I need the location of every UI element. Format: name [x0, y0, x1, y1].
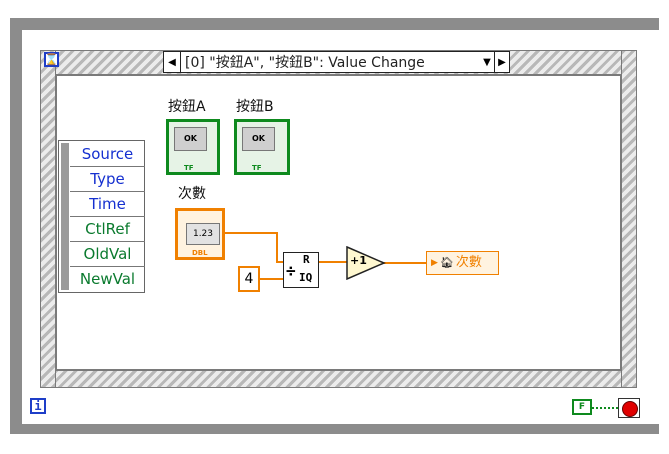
- wire-count-to-quotient: [276, 261, 284, 263]
- event-case-label: [0] "按鈕A", "按鈕B": Value Change: [185, 55, 425, 71]
- wire-boolean-to-stop: [592, 407, 618, 409]
- event-case-selector[interactable]: ◀ [0] "按鈕A", "按鈕B": Value Change ▼ ▶: [163, 51, 510, 73]
- event-structure-bottom-border: [40, 370, 637, 388]
- wire-remainder-out: [319, 261, 335, 263]
- event-structure-body: [56, 75, 621, 370]
- divisor-constant[interactable]: 4: [238, 266, 260, 292]
- button-a-ok-text: OK: [174, 127, 207, 151]
- count-label: 次數: [178, 186, 206, 202]
- count-local-variable[interactable]: ▶ 🏠︎ 次數: [426, 251, 499, 275]
- increment-function[interactable]: +1: [346, 245, 386, 281]
- local-variable-house-icon: 🏠︎: [439, 256, 454, 269]
- button-b-label: 按鈕B: [236, 99, 274, 115]
- next-case-arrow-icon[interactable]: ▶: [494, 52, 509, 72]
- increment-triangle-icon: [346, 245, 386, 281]
- quotient-divide-symbol: ÷: [286, 261, 296, 280]
- event-data-oldval[interactable]: OldVal: [70, 242, 145, 267]
- false-constant[interactable]: F: [572, 399, 592, 415]
- case-dropdown-arrow-icon[interactable]: ▼: [483, 56, 491, 68]
- while-loop-top-border: [10, 18, 659, 30]
- button-a-tf-tag: TF: [184, 164, 194, 172]
- count-value-text: 1.23: [186, 223, 220, 245]
- count-dbl-tag: DBL: [192, 249, 208, 257]
- event-data-node-bar: [61, 143, 69, 290]
- count-numeric-terminal[interactable]: 1.23 DBL: [175, 208, 225, 260]
- event-data-time[interactable]: Time: [70, 192, 145, 217]
- wire-count-down: [276, 232, 278, 262]
- wire-count-out: [225, 232, 277, 234]
- wire-constant-to-quotient: [260, 278, 284, 280]
- iteration-terminal-icon[interactable]: i: [30, 398, 46, 414]
- event-data-ctlref[interactable]: CtlRef: [70, 217, 145, 242]
- quotient-iq-text: IQ: [299, 271, 313, 284]
- local-variable-arrow-icon: ▶: [431, 258, 438, 268]
- button-b-tf-tag: TF: [252, 164, 262, 172]
- button-a-label: 按鈕A: [168, 99, 206, 115]
- previous-case-arrow-icon[interactable]: ◀: [164, 52, 181, 72]
- event-structure-left-border: [40, 50, 56, 388]
- wire-to-increment: [334, 261, 348, 263]
- local-variable-label: 次數: [455, 255, 482, 270]
- loop-stop-terminal[interactable]: [618, 398, 640, 418]
- button-a-terminal[interactable]: OK TF: [166, 119, 220, 175]
- button-b-ok-text: OK: [242, 127, 275, 151]
- while-loop-left-border: [10, 18, 22, 434]
- quotient-r-text: R: [303, 253, 310, 266]
- event-data-source[interactable]: Source: [70, 142, 145, 167]
- event-data-node[interactable]: Source Type Time CtlRef OldVal NewVal: [58, 140, 145, 293]
- quotient-remainder-function[interactable]: ÷ R IQ: [283, 252, 319, 288]
- while-loop-bottom-border: [10, 424, 659, 434]
- increment-text: +1: [350, 254, 367, 267]
- timeout-hourglass-icon[interactable]: ⌛: [44, 52, 59, 67]
- stop-red-dot-icon: [622, 401, 638, 417]
- wire-to-local-variable: [384, 262, 428, 264]
- event-structure-right-border: [621, 50, 637, 388]
- button-b-terminal[interactable]: OK TF: [234, 119, 290, 175]
- event-data-type[interactable]: Type: [70, 167, 145, 192]
- event-data-newval[interactable]: NewVal: [79, 270, 136, 288]
